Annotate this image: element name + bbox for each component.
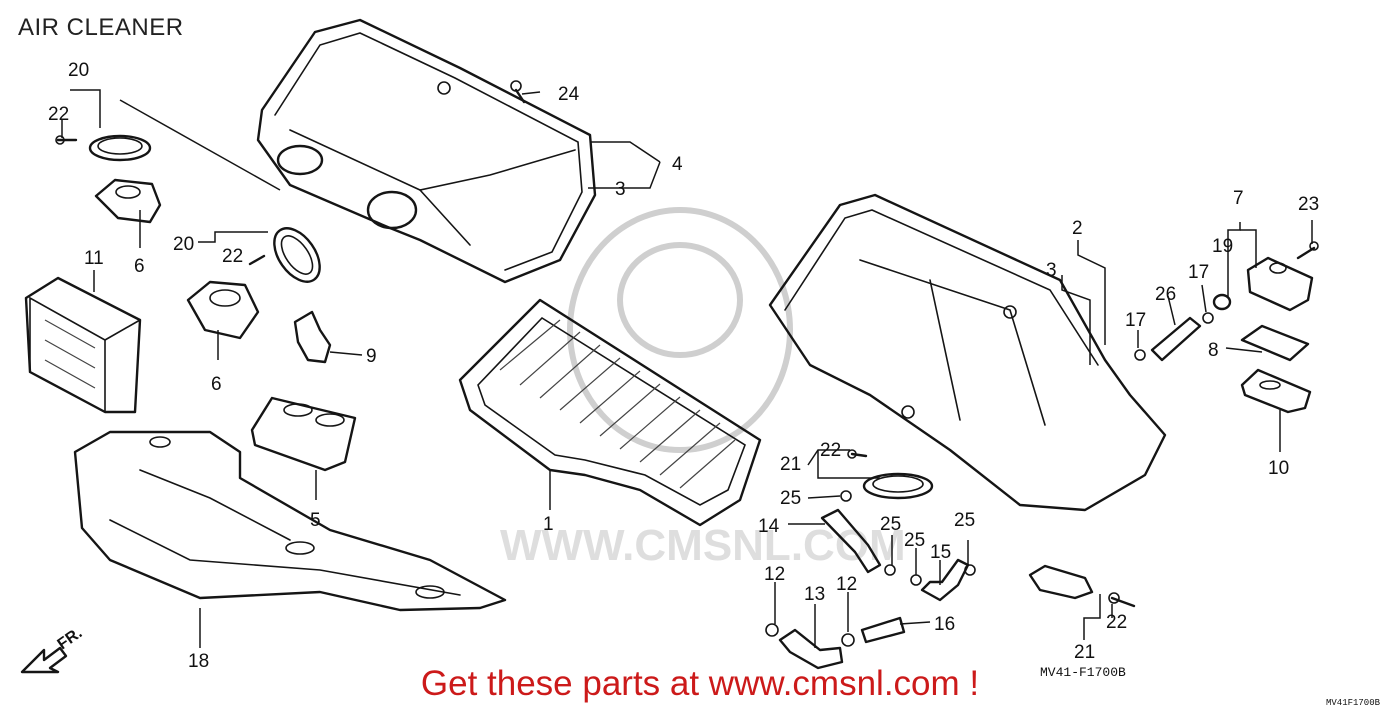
- label-18: 18: [188, 651, 209, 672]
- label-16: 16: [934, 614, 955, 635]
- part-14-hose[interactable]: [820, 508, 882, 574]
- part-15-hose[interactable]: [920, 558, 970, 602]
- label-23: 23: [1298, 194, 1319, 215]
- label-21: 21: [780, 454, 801, 475]
- part-19-grommet[interactable]: [1212, 293, 1232, 311]
- filter-pleats: [499, 319, 736, 489]
- label-22: 22: [820, 440, 841, 461]
- label-12: 12: [836, 574, 857, 595]
- part-22-screw-lower[interactable]: [1108, 592, 1136, 608]
- label-21: 21: [1074, 642, 1095, 663]
- label-4: 4: [672, 154, 683, 175]
- part-joint-upper[interactable]: [94, 178, 162, 224]
- part-25-clip-d[interactable]: [964, 564, 976, 576]
- part-10-holder[interactable]: [1240, 368, 1312, 414]
- label-24: 24: [558, 84, 580, 105]
- diagram-code: MV41-F1700B: [1040, 665, 1126, 680]
- label-10: 10: [1268, 458, 1289, 479]
- part-band-lower[interactable]: [265, 220, 329, 290]
- label-25: 25: [954, 510, 975, 531]
- footer-promo-link[interactable]: Get these parts at www.cmsnl.com !: [420, 664, 980, 703]
- label-20: 20: [173, 234, 194, 255]
- label-14: 14: [758, 516, 780, 537]
- label-11: 11: [84, 248, 104, 269]
- label-17: 17: [1188, 262, 1209, 283]
- part-22-screw-mid[interactable]: [847, 449, 868, 459]
- watermark-text: WWW.CMSNL.COM: [500, 521, 906, 570]
- part-25-clip-mid[interactable]: [840, 490, 852, 502]
- part-bolt-24[interactable]: [510, 80, 526, 104]
- label-25: 25: [904, 530, 925, 551]
- part-elbow-tube[interactable]: [293, 310, 332, 364]
- label-20: 20: [68, 60, 89, 81]
- part-screw-lower[interactable]: [248, 254, 266, 266]
- label-3: 3: [1046, 260, 1057, 281]
- part-lower-case[interactable]: [768, 193, 1167, 512]
- part-25-clip-b[interactable]: [884, 564, 896, 576]
- part-12-clip-a[interactable]: [765, 623, 779, 637]
- part-17-clip-a[interactable]: [1134, 349, 1146, 361]
- label-12: 12: [764, 564, 785, 585]
- label-8: 8: [1208, 340, 1219, 361]
- part-joint-lower[interactable]: [186, 280, 260, 340]
- label-13: 13: [804, 584, 825, 605]
- label-9: 9: [366, 346, 377, 367]
- label-22: 22: [48, 104, 69, 125]
- part-25-clip-c[interactable]: [910, 574, 922, 586]
- part-air-filter[interactable]: [458, 298, 762, 527]
- label-7: 7: [1233, 188, 1244, 209]
- label-3: 3: [615, 179, 626, 200]
- corner-code: MV41F1700B: [1326, 698, 1381, 708]
- label-26: 26: [1155, 284, 1176, 305]
- part-labels: 20 22 24 4 3 6 20 22 11 6 9 5 18 1 2 3 7…: [48, 60, 1319, 672]
- part-21-band-lower[interactable]: [1028, 564, 1094, 600]
- part-8-plate[interactable]: [1240, 324, 1310, 362]
- part-26-tube[interactable]: [1150, 316, 1202, 362]
- label-22: 22: [222, 246, 243, 267]
- part-duct[interactable]: [250, 396, 357, 472]
- part-under-cover[interactable]: [73, 430, 507, 612]
- label-1: 1: [543, 514, 554, 535]
- label-25: 25: [780, 488, 801, 509]
- label-22: 22: [1106, 612, 1127, 633]
- watermark-logo: WWW.CMSNL.COM: [500, 207, 906, 570]
- part-23-screw[interactable]: [1296, 241, 1319, 260]
- part-13-hose[interactable]: [778, 628, 844, 670]
- part-7-valve[interactable]: [1246, 256, 1314, 312]
- part-upper-case[interactable]: [256, 18, 597, 284]
- label-5: 5: [310, 510, 321, 531]
- label-17: 17: [1125, 310, 1146, 331]
- page-title: AIR CLEANER: [18, 14, 184, 41]
- part-16-fitting[interactable]: [860, 616, 906, 644]
- label-2: 2: [1072, 218, 1083, 239]
- part-screw-upper[interactable]: [55, 135, 78, 145]
- part-band-upper[interactable]: [88, 134, 152, 162]
- part-21-band[interactable]: [862, 472, 934, 500]
- part-17-clip-b[interactable]: [1202, 312, 1214, 324]
- label-25: 25: [880, 514, 901, 535]
- label-6: 6: [134, 256, 145, 277]
- part-12-clip-b[interactable]: [841, 633, 855, 647]
- leader-lines: [61, 89, 1313, 648]
- label-19: 19: [1212, 236, 1233, 257]
- label-15: 15: [930, 542, 951, 563]
- part-box-element[interactable]: [24, 276, 142, 414]
- label-6: 6: [211, 374, 222, 395]
